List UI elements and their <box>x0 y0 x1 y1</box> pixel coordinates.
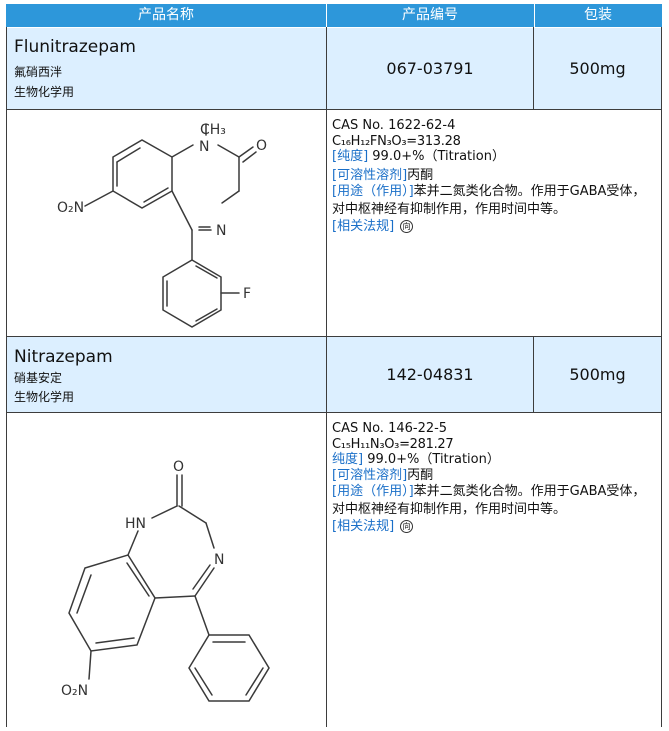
flunitrazepam-structure: CH₃ N O N O₂N F <box>57 122 267 328</box>
product-code: 142-04831 <box>327 337 533 412</box>
grid-line <box>6 412 662 413</box>
n1-label: N <box>199 139 209 155</box>
cas-number: CAS No. 1622-62-4 <box>332 118 456 133</box>
use-value: 苯并二氮类化合物。作用于GABA受体，对中枢神经有抑制作用，作用时间中等。 <box>332 184 646 217</box>
purity-line: 纯度] 99.0+%（Titration） <box>332 452 655 468</box>
product-name-cell: Flunitrazepam 氟硝西泮 生物化学用 <box>7 28 326 109</box>
solubility-value: 丙酮 <box>407 467 434 483</box>
structure-cell: O HN N O₂N <box>7 413 326 727</box>
regulation-line: [相关法规] 向 <box>332 219 655 235</box>
product-info-cell: CAS No. 146-22-5 C₁₅H₁₁N₃O₃=281.27 纯度] 9… <box>327 413 661 727</box>
product-info-cell: CAS No. 1622-62-4 C₁₆H₁₂FN₃O₃=313.28 [纯度… <box>327 110 661 336</box>
purity-value: 99.0+%（Titration） <box>363 452 500 467</box>
n4-label: N <box>216 223 226 239</box>
product-chinese-name: 氟硝西泮 <box>14 65 63 79</box>
solubility-value: 丙酮 <box>407 167 434 183</box>
grid-line <box>533 27 534 109</box>
use-value: 苯并二氮类化合物。作用于GABA受体，对中枢神经有抑制作用，作用时间中等。 <box>332 484 646 517</box>
solubility-line: [可溶性溶剂]丙酮 <box>332 168 655 184</box>
product-package: 500mg <box>534 28 661 109</box>
product-name: Nitrazepam <box>14 347 113 367</box>
purity-label: [纯度] <box>332 149 369 164</box>
header-package: 包装 <box>584 7 612 23</box>
hn-label: HN <box>125 516 146 532</box>
regulation-mark: 向 <box>400 220 414 233</box>
regulation-label: [相关法规] <box>332 219 395 234</box>
grid-line <box>6 109 662 110</box>
product-name-cell: Nitrazepam 硝基安定 生物化学用 <box>7 337 326 412</box>
regulation-mark: 向 <box>400 520 414 533</box>
product-chinese-name: 硝基安定 <box>14 371 63 385</box>
grid-line <box>533 336 534 412</box>
grid-line <box>6 336 662 337</box>
nitrazepam-structure: O HN N O₂N <box>61 459 270 702</box>
methyl-label: CH₃ <box>200 122 226 138</box>
product-name: Flunitrazepam <box>14 37 136 57</box>
purity-line: [纯度] 99.0+%（Titration） <box>332 149 655 165</box>
product-code: 067-03791 <box>327 28 533 109</box>
header-product-name: 产品名称 <box>138 7 194 23</box>
use-line: [用途（作用）]苯并二氮类化合物。作用于GABA受体，对中枢神经有抑制作用，作用… <box>332 183 655 219</box>
product-table: 产品名称 产品编号 包装 Flunitrazepam 氟硝西泮 生物化学用 06… <box>6 4 662 727</box>
fluoro-label: F <box>243 286 251 302</box>
structure-cell: CH₃ N O N O₂N F <box>7 110 326 336</box>
molecular-formula: C₁₆H₁₂FN₃O₃=313.28 <box>332 133 461 149</box>
regulation-line: [相关法规] 向 <box>332 519 655 535</box>
nitro-label: O₂N <box>61 683 88 699</box>
cas-number: CAS No. 146-22-5 <box>332 421 448 436</box>
grid-line <box>6 27 7 727</box>
product-package: 500mg <box>534 337 661 412</box>
n4-label: N <box>214 552 224 568</box>
table-header: 产品名称 产品编号 包装 <box>6 4 662 27</box>
grid-line <box>326 27 327 727</box>
header-product-code: 产品编号 <box>402 7 458 23</box>
use-label: [用途（作用）] <box>332 184 414 199</box>
solubility-label: [可溶性溶剂] <box>332 167 408 183</box>
oxo-label: O <box>173 459 184 475</box>
grid-line <box>661 27 662 727</box>
oxo-label: O <box>256 138 267 154</box>
regulation-label: [相关法规] <box>332 519 395 534</box>
solubility-line: [可溶性溶剂]丙酮 <box>332 468 655 484</box>
product-category: 生物化学用 <box>14 390 75 404</box>
use-line: [用途（作用）]苯并二氮类化合物。作用于GABA受体，对中枢神经有抑制作用，作用… <box>332 483 655 519</box>
product-category: 生物化学用 <box>14 85 75 99</box>
nitro-label: O₂N <box>57 200 84 216</box>
use-label: [用途（作用）] <box>332 484 414 499</box>
purity-label: 纯度] <box>332 452 364 467</box>
solubility-label: [可溶性溶剂] <box>332 467 408 483</box>
purity-value: 99.0+%（Titration） <box>368 149 505 164</box>
molecular-formula: C₁₅H₁₁N₃O₃=281.27 <box>332 436 454 452</box>
